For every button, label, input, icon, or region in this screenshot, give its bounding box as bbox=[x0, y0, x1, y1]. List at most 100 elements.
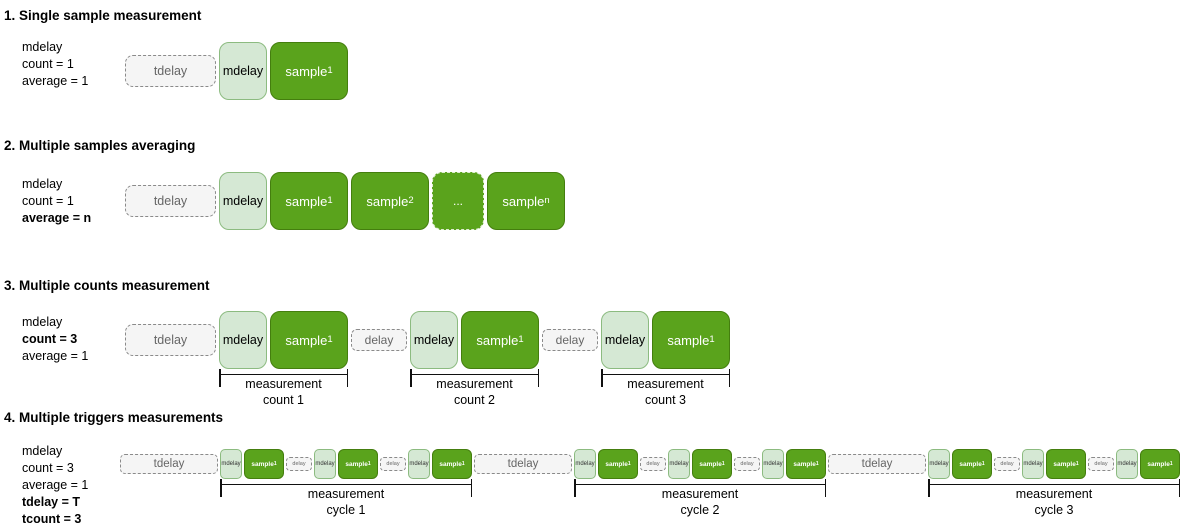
bracket-label-line1: measurement bbox=[307, 487, 385, 501]
parameter-label: tcount = 3 bbox=[22, 512, 82, 526]
bracket-tick bbox=[410, 369, 412, 387]
mdelay-box: mdelay bbox=[1022, 449, 1044, 479]
delay-label: delay bbox=[740, 461, 754, 467]
tdelay-label: tdelay bbox=[153, 333, 188, 347]
parameter-label: mdelay bbox=[22, 444, 63, 458]
tdelay-box: tdelay bbox=[828, 454, 926, 474]
bracket-label-line1: measurement bbox=[436, 377, 513, 391]
delay-box: delay bbox=[734, 457, 760, 471]
mdelay-box: mdelay bbox=[219, 311, 267, 369]
delay-box: delay bbox=[542, 329, 598, 351]
parameter-label: average = n bbox=[22, 211, 92, 225]
delay-label: delay bbox=[1094, 461, 1108, 467]
bracket-label-line1: measurement bbox=[1015, 487, 1093, 501]
bracket-tick bbox=[574, 479, 576, 497]
delay-box: delay bbox=[640, 457, 666, 471]
sample-label: sample bbox=[502, 193, 545, 209]
tdelay-label: tdelay bbox=[861, 458, 893, 470]
sample-label: sample bbox=[667, 332, 710, 348]
section-title: 1. Single sample measurement bbox=[4, 8, 202, 23]
mdelay-box: mdelay bbox=[410, 311, 458, 369]
delay-label: delay bbox=[1000, 461, 1014, 467]
dots-label: ... bbox=[452, 194, 463, 208]
section-title: 2. Multiple samples averaging bbox=[4, 138, 196, 153]
mdelay-label: mdelay bbox=[222, 194, 264, 208]
section-title: 4. Multiple triggers measurements bbox=[4, 410, 224, 425]
mdelay-label: mdelay bbox=[222, 333, 264, 347]
bracket-tick bbox=[928, 479, 930, 497]
sample-label: sample bbox=[605, 460, 628, 468]
bracket-label-line2: count 3 bbox=[644, 392, 686, 407]
parameter-label: average = 1 bbox=[22, 478, 89, 492]
parameter-label: mdelay bbox=[22, 177, 63, 191]
tdelay-label: tdelay bbox=[153, 458, 185, 470]
delay-label: delay bbox=[646, 461, 660, 467]
mdelay-box: mdelay bbox=[314, 449, 336, 479]
tdelay-box: tdelay bbox=[474, 454, 572, 474]
mdelay-label: mdelay bbox=[929, 461, 949, 467]
bracket-tick bbox=[346, 369, 348, 387]
parameter-label: mdelay bbox=[22, 40, 63, 54]
bracket-tick bbox=[824, 479, 826, 497]
mdelay-box: mdelay bbox=[928, 449, 950, 479]
sample-label: sample bbox=[793, 460, 816, 468]
mdelay-label: mdelay bbox=[1117, 461, 1137, 467]
mdelay-box: mdelay bbox=[762, 449, 784, 479]
bracket-tick bbox=[220, 479, 222, 497]
mdelay-label: mdelay bbox=[315, 461, 335, 467]
bracket-label-line1: measurement bbox=[245, 377, 322, 391]
tdelay-label: tdelay bbox=[153, 64, 188, 78]
tdelay-label: tdelay bbox=[153, 194, 188, 208]
sample-label: sample bbox=[366, 193, 409, 209]
parameter-label: count = 3 bbox=[22, 332, 78, 346]
tdelay-box: tdelay bbox=[125, 324, 216, 356]
mdelay-box: mdelay bbox=[574, 449, 596, 479]
mdelay-label: mdelay bbox=[1023, 461, 1043, 467]
sample-label: sample bbox=[251, 460, 274, 468]
mdelay-box: mdelay bbox=[220, 449, 242, 479]
bracket-tick bbox=[537, 369, 539, 387]
delay-label: delay bbox=[364, 333, 394, 347]
mdelay-label: mdelay bbox=[763, 461, 783, 467]
sample-label: sample bbox=[439, 460, 462, 468]
mdelay-box: mdelay bbox=[219, 42, 267, 100]
mdelay-box: mdelay bbox=[601, 311, 649, 369]
delay-box: delay bbox=[380, 457, 406, 471]
bracket-tick bbox=[219, 369, 221, 387]
tdelay-box: tdelay bbox=[125, 55, 216, 87]
parameter-label: count = 1 bbox=[22, 57, 74, 71]
dots-box: ... bbox=[432, 172, 484, 230]
parameter-label: average = 1 bbox=[22, 74, 89, 88]
sample-label: sample bbox=[285, 332, 328, 348]
parameter-list: mdelay count = 1 average = 1 bbox=[22, 39, 88, 90]
bracket-label-line2: cycle 3 bbox=[1034, 502, 1074, 517]
parameter-label: count = 3 bbox=[22, 461, 74, 475]
bracket-tick bbox=[728, 369, 730, 387]
mdelay-box: mdelay bbox=[219, 172, 267, 230]
bracket-label-line2: count 2 bbox=[453, 392, 495, 407]
section-title: 3. Multiple counts measurement bbox=[4, 278, 210, 293]
